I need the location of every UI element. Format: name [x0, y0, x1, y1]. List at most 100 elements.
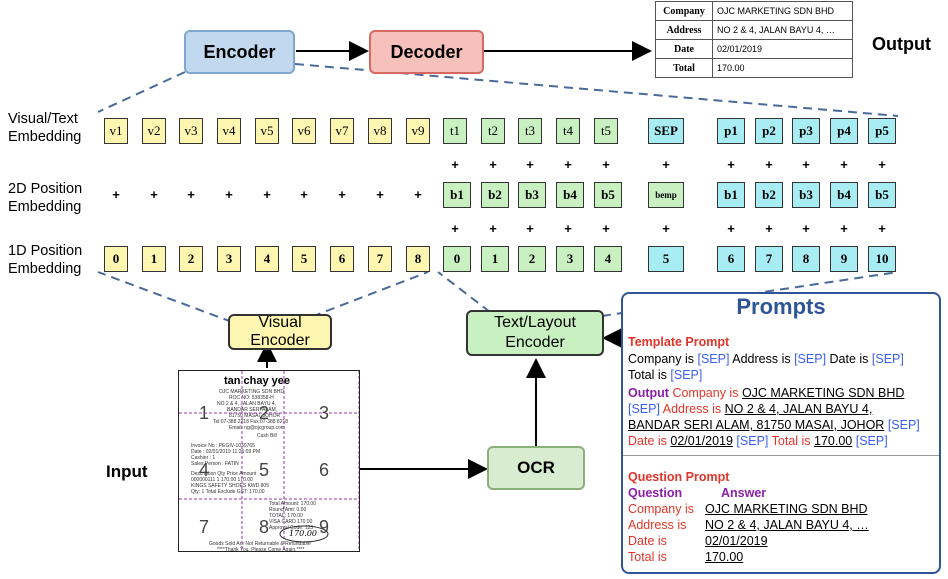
prompt-token: p2	[755, 118, 783, 144]
visual-token: v1	[104, 118, 128, 144]
sep-token: SEP	[648, 118, 684, 144]
receipt-line: VISA CARD 170.00	[269, 519, 313, 525]
output-key: Address	[655, 20, 713, 40]
visual-token: v3	[179, 118, 203, 144]
position-1d-prompt-token: 7	[755, 246, 783, 272]
encoder-fan-right	[294, 63, 899, 117]
question-prompt-heading: Question Prompt	[628, 470, 730, 484]
output-key: Total	[655, 58, 713, 78]
visual-token: v2	[142, 118, 166, 144]
plus-sign: +	[187, 187, 195, 202]
visual-encoder-box: Visual Encoder	[228, 314, 332, 350]
receipt-line: 000000111 1 170.00 170.00	[191, 477, 253, 483]
template-line-2: Total is [SEP]	[628, 368, 703, 382]
text-layout-encoder-label-line1: Text/Layout	[494, 314, 576, 331]
position-1d-token: 8	[406, 246, 430, 272]
output-line-3: BANDAR SERI ALAM, 81750 MASAI, JOHOR [SE…	[628, 418, 920, 432]
position-1d-token: 5	[292, 246, 316, 272]
plus-sign: +	[150, 187, 158, 202]
grid-number: 5	[259, 460, 270, 480]
visual-token: v6	[292, 118, 316, 144]
receipt-grid	[179, 371, 359, 551]
prompt-token: p5	[868, 118, 896, 144]
bbox-token: b1	[443, 182, 471, 208]
plus-sign: +	[802, 221, 810, 236]
prompt-token: p4	[830, 118, 858, 144]
plus-sign: +	[225, 187, 233, 202]
text-layout-encoder-box: Text/Layout Encoder	[466, 310, 604, 356]
receipt-line: Goods Sold Are Not Returnable & Refundab…	[209, 541, 311, 547]
position-1d-prompt-token: 6	[717, 246, 745, 272]
visual-encoder-fan-left	[97, 271, 233, 323]
plus-sign: +	[489, 157, 497, 172]
receipt-line: Invoice No : PEGIV-1030765	[191, 443, 255, 449]
position-1d-prompt-token: 10	[868, 246, 896, 272]
text-encoder-fan-left	[437, 271, 491, 313]
grid-number: 4	[199, 460, 210, 480]
visual-token: v5	[255, 118, 279, 144]
plus-sign: +	[451, 221, 459, 236]
question-label: Question	[628, 486, 683, 500]
grid-number: 6	[319, 460, 330, 480]
output-value: 170.00	[712, 58, 853, 78]
encoder-fan-left	[97, 71, 186, 113]
receipt-line: 81750 MASAI, JOHOR	[229, 413, 281, 419]
position-1d-token: 4	[594, 246, 622, 272]
plus-sign: +	[840, 221, 848, 236]
receipt-line: Email: ng@ojcgroup.com	[229, 425, 285, 431]
receipt-line: Cashier : 1	[191, 455, 216, 461]
visual-token: v9	[406, 118, 430, 144]
grid-number: 3	[319, 403, 330, 423]
receipt-title: tan chay yee	[224, 375, 291, 387]
input-label: Input	[106, 462, 148, 481]
output-value: 02/01/2019	[712, 39, 853, 59]
prompt-token: p3	[792, 118, 820, 144]
prompt-token: p1	[717, 118, 745, 144]
prompts-divider	[623, 455, 939, 456]
plus-sign: +	[338, 187, 346, 202]
bbox-token: b4	[556, 182, 584, 208]
position-1d-token: 6	[330, 246, 354, 272]
plus-sign: +	[765, 157, 773, 172]
plus-sign: +	[765, 221, 773, 236]
bbox-token: b3	[518, 182, 546, 208]
visual-token: v7	[330, 118, 354, 144]
position-1d-token: 0	[104, 246, 128, 272]
encoder-box: Encoder	[184, 30, 295, 74]
grid-number: 9	[319, 517, 330, 537]
plus-sign: +	[802, 157, 810, 172]
pos2d-embedding-label: 2D Position Embedding	[8, 181, 83, 215]
receipt-line: OJC MARKETING SDN BHD	[219, 389, 285, 395]
receipt-line: Description Qty Price Amount	[191, 471, 257, 477]
output-label: Output	[872, 34, 931, 54]
text-token: t3	[518, 118, 542, 144]
visual-text-embedding-label: Visual/Text Embedding	[8, 111, 82, 145]
qa-question: Company is	[628, 502, 694, 516]
text-token: t4	[556, 118, 580, 144]
plus-sign: +	[489, 221, 497, 236]
plus-sign: +	[878, 221, 886, 236]
output-line-2: [SEP] Address is NO 2 & 4, JALAN BAYU 4,	[628, 402, 873, 416]
bbox-token: b5	[594, 182, 622, 208]
template-line-1: Company is [SEP] Address is [SEP] Date i…	[628, 352, 904, 366]
plus-sign: +	[727, 157, 735, 172]
text-token: t1	[443, 118, 467, 144]
bbox-empty-token: bemp	[648, 182, 684, 208]
receipt-line: KINGS SAFETY SHOES KWD 805	[191, 483, 269, 489]
qa-question: Total is	[628, 550, 667, 564]
text-token: t5	[594, 118, 618, 144]
position-1d-token: 1	[142, 246, 166, 272]
position-1d-token: 7	[368, 246, 392, 272]
bbox-token: b2	[481, 182, 509, 208]
plus-sign: +	[727, 221, 735, 236]
qa-question: Date is	[628, 534, 667, 548]
visual-encoder-label: Visual Encoder	[250, 314, 310, 349]
grid-number: 2	[259, 403, 270, 423]
receipt-line: Total Amount: 170.00	[269, 501, 316, 507]
plus-sign: +	[564, 157, 572, 172]
position-1d-token: 3	[217, 246, 241, 272]
receipt-line: TOTAL: 170.00	[269, 513, 303, 519]
